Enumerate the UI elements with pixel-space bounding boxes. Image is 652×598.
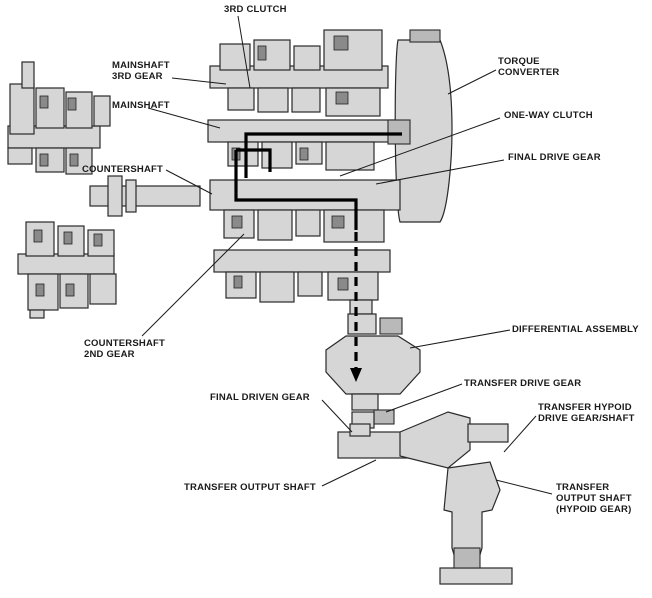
- mainshaft: [207, 119, 409, 171]
- left-lower-shaft-assembly: [17, 221, 117, 319]
- power-flow-arrowhead: [350, 368, 362, 382]
- label-transfer-output-hypoid-line1: TRANSFER: [556, 482, 609, 493]
- label-torque-converter-line1: TORQUE: [498, 56, 540, 67]
- label-transfer-hypoid-line1: TRANSFER HYPOID: [538, 402, 632, 413]
- label-mainshaft-3rd-gear-line1: MAINSHAFT: [112, 60, 170, 71]
- transfer-output-shaft-hypoid-gear: [439, 461, 513, 585]
- torque-converter: [387, 29, 453, 223]
- labels: 3RD CLUTCH MAINSHAFT 3RD GEAR MAINSHAFT …: [82, 4, 639, 515]
- mainshaft-upper-assembly: [209, 29, 389, 117]
- left-upper-shaft-assembly: [7, 61, 111, 175]
- lower-secondary-shaft-assembly: [213, 249, 391, 315]
- label-transfer-hypoid-line2: DRIVE GEAR/SHAFT: [538, 413, 635, 424]
- left-middle-shaft: [89, 175, 201, 217]
- label-3rd-clutch: 3RD CLUTCH: [224, 4, 287, 15]
- label-one-way-clutch: ONE-WAY CLUTCH: [504, 110, 593, 121]
- label-countershaft-2nd-gear-line1: COUNTERSHAFT: [84, 338, 165, 349]
- label-transfer-drive-gear: TRANSFER DRIVE GEAR: [464, 378, 581, 389]
- leader-lines: [141, 15, 553, 495]
- power-flow-path: [234, 132, 402, 382]
- label-final-drive-gear: FINAL DRIVE GEAR: [508, 152, 601, 163]
- countershaft-assembly: [209, 179, 401, 243]
- label-transfer-output-hypoid-line3: (HYPOID GEAR): [556, 504, 631, 515]
- label-countershaft-2nd-gear-line2: 2ND GEAR: [84, 349, 135, 360]
- label-mainshaft: MAINSHAFT: [112, 100, 170, 111]
- label-final-driven-gear: FINAL DRIVEN GEAR: [210, 392, 310, 403]
- label-countershaft: COUNTERSHAFT: [82, 164, 163, 175]
- label-mainshaft-3rd-gear-line2: 3RD GEAR: [112, 71, 163, 82]
- label-differential-assembly: DIFFERENTIAL ASSEMBLY: [512, 324, 639, 335]
- label-transfer-output-shaft: TRANSFER OUTPUT SHAFT: [184, 482, 316, 493]
- differential-assembly: [325, 313, 421, 411]
- label-transfer-output-hypoid-line2: OUTPUT SHAFT: [556, 493, 632, 504]
- label-torque-converter-line2: CONVERTER: [498, 67, 559, 78]
- transfer-hypoid-drive-gear-shaft: [399, 411, 509, 469]
